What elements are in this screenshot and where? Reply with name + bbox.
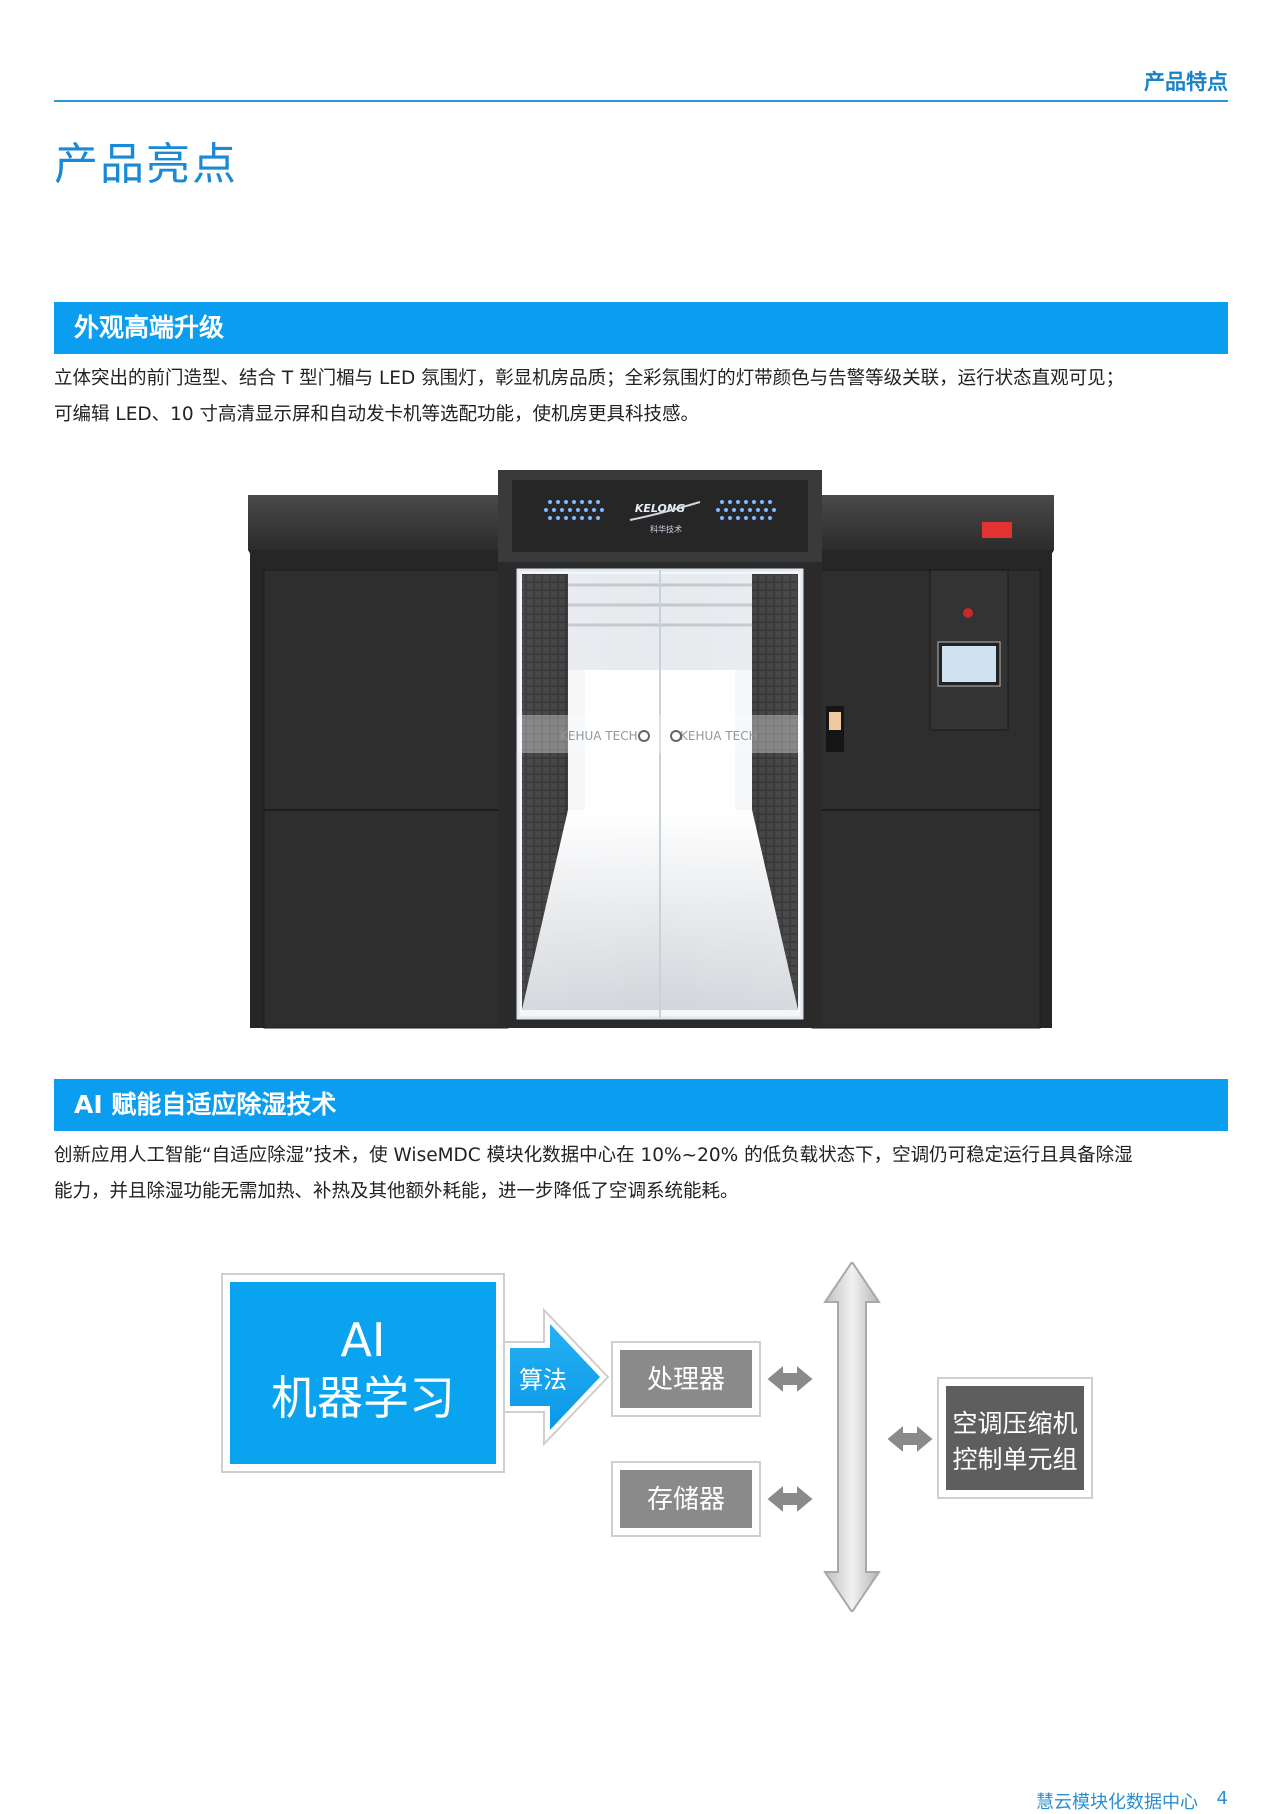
- paragraph-line: 可编辑 LED、10 寸高清显示屏和自动发卡机等选配功能，使机房更具科技感。: [54, 404, 700, 425]
- ai-box-line2: 机器学习: [271, 1371, 455, 1425]
- brand-logo-subtext: 科华技术: [650, 524, 682, 534]
- door-glass-text-right: KEHUA TECH: [680, 729, 758, 743]
- algorithm-arrow: 算法: [503, 1307, 610, 1447]
- ai-machine-learning-box: AI 机器学习: [221, 1273, 505, 1473]
- paragraph-line: 创新应用人工智能“自适应除湿”技术，使 WiseMDC 模块化数据中心在 10%…: [54, 1145, 1133, 1166]
- section-paragraph-appearance: 立体突出的前门造型、结合 T 型门楣与 LED 氛围灯，彰显机房品质；全彩氛围灯…: [54, 361, 1228, 433]
- processor-box: 处理器: [611, 1341, 761, 1417]
- product-image-modular-datacenter: KELONG 科华技术 KEHUA TECH KEHUA TECH: [248, 470, 1054, 1029]
- section-title-appearance: 外观高端升级: [54, 302, 1228, 354]
- section-title-ai-dehumidify: AI 赋能自适应除湿技术: [54, 1079, 1228, 1131]
- compressor-line2: 控制单元组: [952, 1445, 1077, 1474]
- footer-page-number: 4: [1216, 1788, 1228, 1809]
- storage-box: 存储器: [611, 1461, 761, 1537]
- paragraph-line: 能力，并且除湿功能无需加热、补热及其他额外耗能，进一步降低了空调系统能耗。: [54, 1181, 739, 1202]
- storage-label: 存储器: [647, 1485, 725, 1515]
- double-arrow-storage: [764, 1481, 816, 1517]
- paragraph-line: 立体突出的前门造型、结合 T 型门楣与 LED 氛围灯，彰显机房品质；全彩氛围灯…: [54, 368, 1125, 389]
- header-section-label: 产品特点: [1144, 70, 1228, 94]
- footer-doc-title: 慧云模块化数据中心: [1036, 1792, 1198, 1813]
- section-paragraph-ai-dehumidify: 创新应用人工智能“自适应除湿”技术，使 WiseMDC 模块化数据中心在 10%…: [54, 1138, 1228, 1210]
- compressor-control-box: 空调压缩机 控制单元组: [937, 1377, 1093, 1499]
- vertical-bus-arrow: [823, 1262, 881, 1612]
- double-arrow-processor: [764, 1361, 816, 1397]
- double-arrow-compressor: [884, 1421, 936, 1457]
- ai-box-line1: AI: [340, 1313, 385, 1367]
- door-glass-text-left: KEHUA TECH: [560, 729, 638, 743]
- header-rule: [54, 100, 1228, 102]
- compressor-line1: 空调压缩机: [952, 1409, 1077, 1438]
- algorithm-label: 算法: [519, 1366, 567, 1394]
- processor-label: 处理器: [647, 1365, 725, 1395]
- ai-dehumidify-diagram: AI 机器学习 算法 处理器 存储器 空调压缩机 控制单元组: [221, 1262, 1093, 1612]
- brand-logo-text: KELONG: [635, 502, 685, 515]
- page-title: 产品亮点: [54, 139, 238, 190]
